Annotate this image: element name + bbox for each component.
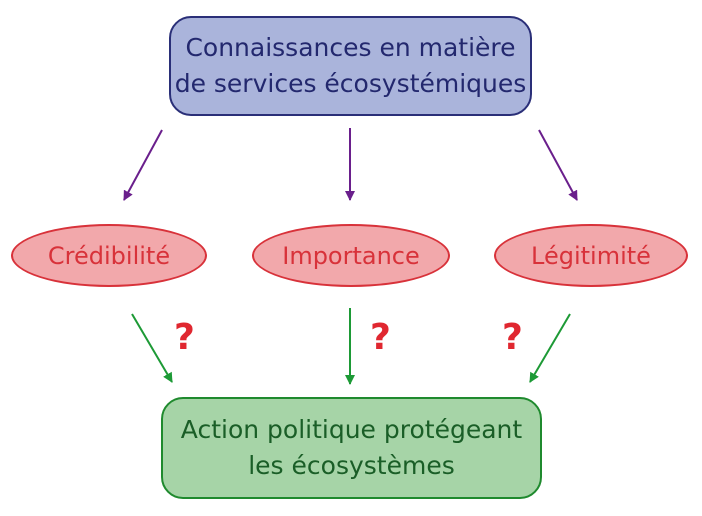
knowledge-box: Connaissances en matière de services éco… (169, 16, 532, 116)
arrow-credibilite-to-action (131, 313, 173, 383)
knowledge-line-2: de services écosystémiques (174, 69, 527, 98)
oval-legitimite-label: Légitimité (531, 241, 651, 270)
arrow-to-credibilite (123, 129, 163, 201)
arrow-legitimite-to-action (529, 313, 571, 383)
question-mark-2: ? (370, 317, 391, 358)
oval-importance-label: Importance (282, 241, 420, 270)
oval-legitimite: Légitimité (494, 224, 688, 287)
arrow-to-legitimite (538, 129, 578, 201)
policy-action-line-1: Action politique protégeant (180, 415, 523, 444)
oval-credibilite: Crédibilité (11, 224, 207, 287)
question-mark-3: ? (502, 317, 523, 358)
question-mark-1: ? (174, 317, 195, 358)
policy-action-box: Action politique protégeant les écosystè… (161, 397, 542, 499)
policy-action-line-2: les écosystèmes (248, 451, 455, 480)
oval-importance: Importance (252, 224, 450, 287)
knowledge-line-1: Connaissances en matière (185, 33, 516, 62)
oval-credibilite-label: Crédibilité (47, 241, 171, 270)
